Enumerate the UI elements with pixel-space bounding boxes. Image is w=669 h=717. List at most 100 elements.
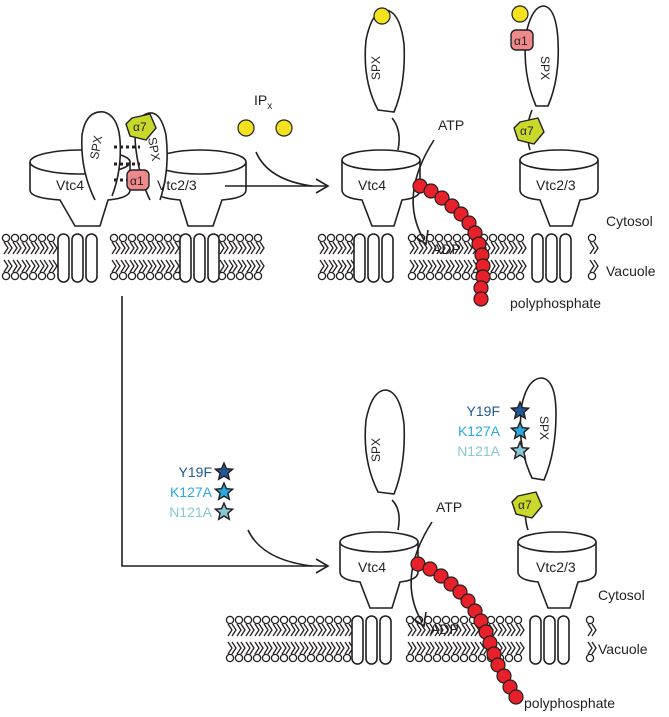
lipid-head xyxy=(270,615,280,625)
lipid-head xyxy=(326,271,336,281)
lipid-tail xyxy=(142,259,148,273)
lipid-head xyxy=(253,233,263,243)
lipid-head xyxy=(118,271,128,281)
lipid-head xyxy=(344,233,354,243)
lipid-tail xyxy=(259,259,265,273)
spx-label-6: SPX xyxy=(537,416,551,440)
mutation-list-right: Y19F K127A N121A xyxy=(457,400,531,460)
lipid-tail xyxy=(461,623,467,637)
lipid-tail xyxy=(443,641,449,655)
lipid-tail xyxy=(326,641,332,655)
mutation-star-icon xyxy=(509,420,531,440)
lipid-tail xyxy=(319,259,325,273)
alpha1-label-2: α1 xyxy=(514,34,528,48)
lipid-tail xyxy=(16,259,22,273)
lipid-head xyxy=(432,615,442,625)
lipid-tail xyxy=(232,259,238,273)
mutation-label-n121a-1: N121A xyxy=(169,504,212,520)
lipid-tail xyxy=(418,259,424,273)
lipid-tail xyxy=(447,623,453,637)
lipid-tail xyxy=(407,623,413,637)
lipid-tail xyxy=(272,641,278,655)
lipid-tail xyxy=(281,641,287,655)
lipid-tail xyxy=(440,241,446,255)
lipid-head xyxy=(226,233,236,243)
lipid-tail xyxy=(454,241,460,255)
lipid-tail xyxy=(323,241,329,255)
lipid-head xyxy=(46,233,56,243)
lipid-head xyxy=(154,233,164,243)
lipid-tail xyxy=(52,259,58,273)
lipid-head xyxy=(46,271,56,281)
lipid-tail xyxy=(3,241,9,255)
ipx-binding-arrow xyxy=(255,151,313,187)
lipid-tail xyxy=(335,623,341,637)
ipx-molecule-2 xyxy=(275,119,293,137)
lipid-tail xyxy=(308,623,314,637)
lipid-tail xyxy=(285,623,291,637)
lipid-head xyxy=(235,271,245,281)
lipid-tail xyxy=(232,241,238,255)
lipid-tail xyxy=(48,241,54,255)
lipid-tail xyxy=(449,241,455,255)
mutation-star-icon xyxy=(509,440,531,460)
lipid-tail xyxy=(236,641,242,655)
lipid-head xyxy=(19,271,29,281)
lipid-tail xyxy=(165,241,171,255)
lipid-tail xyxy=(156,259,162,273)
lipid-head xyxy=(1,233,11,243)
lipid-head xyxy=(452,233,462,243)
lipid-tail xyxy=(438,641,444,655)
lipid-head xyxy=(441,653,451,663)
spx-label-5: SPX xyxy=(369,438,383,462)
lipid-tail xyxy=(263,641,269,655)
transmembrane-helix xyxy=(365,615,378,665)
lipid-head xyxy=(127,271,137,281)
spx-domain-vtc4-inactive: SPX xyxy=(80,111,122,201)
ipx-ligand: IPx xyxy=(237,92,313,187)
transmembrane-helix xyxy=(207,233,220,283)
lipid-tail xyxy=(319,241,325,255)
lipid-head xyxy=(434,271,444,281)
mutation-arrow xyxy=(247,529,313,567)
lipid-tail xyxy=(237,241,243,255)
lipid-tail xyxy=(411,641,417,655)
lipid-tail xyxy=(335,641,341,655)
lipid-tail xyxy=(276,623,282,637)
lipid-tail xyxy=(240,641,246,655)
lipid-head xyxy=(243,615,253,625)
alpha1-helix-inactive: α1 xyxy=(126,169,150,191)
arrow-to-mutant xyxy=(121,296,326,567)
lipid-tail xyxy=(223,241,229,255)
lipid-head xyxy=(443,233,453,243)
lipid-head xyxy=(333,615,343,625)
ipx-molecule-1 xyxy=(237,119,255,137)
lipid-head xyxy=(315,615,325,625)
lipid-tail xyxy=(237,259,243,273)
lipid-tail xyxy=(413,241,419,255)
lipid-tail xyxy=(521,259,527,273)
lipid-head xyxy=(1,271,11,281)
lipid-tail xyxy=(445,259,451,273)
lipid-tail xyxy=(510,623,516,637)
lipid-tail xyxy=(519,641,525,655)
alpha1-label-1: α1 xyxy=(130,174,144,188)
lipid-head xyxy=(513,615,523,625)
lipid-tail xyxy=(258,623,264,637)
lipid-tail xyxy=(416,623,422,637)
lipid-head xyxy=(497,233,507,243)
lipid-tail xyxy=(231,641,237,655)
spx-label-3: SPX xyxy=(369,56,383,80)
lipid-tail xyxy=(465,623,471,637)
lipid-tail xyxy=(254,641,260,655)
membrane-bottom xyxy=(225,615,597,665)
lipid-tail xyxy=(593,241,599,255)
ipx-bound-2 xyxy=(511,5,529,23)
lipid-tail xyxy=(506,641,512,655)
lipid-tail xyxy=(463,241,469,255)
lipid-tail xyxy=(285,641,291,655)
vtc4-label-1: Vtc4 xyxy=(56,177,84,193)
lipid-tail xyxy=(465,641,471,655)
transmembrane-helix xyxy=(367,233,380,283)
